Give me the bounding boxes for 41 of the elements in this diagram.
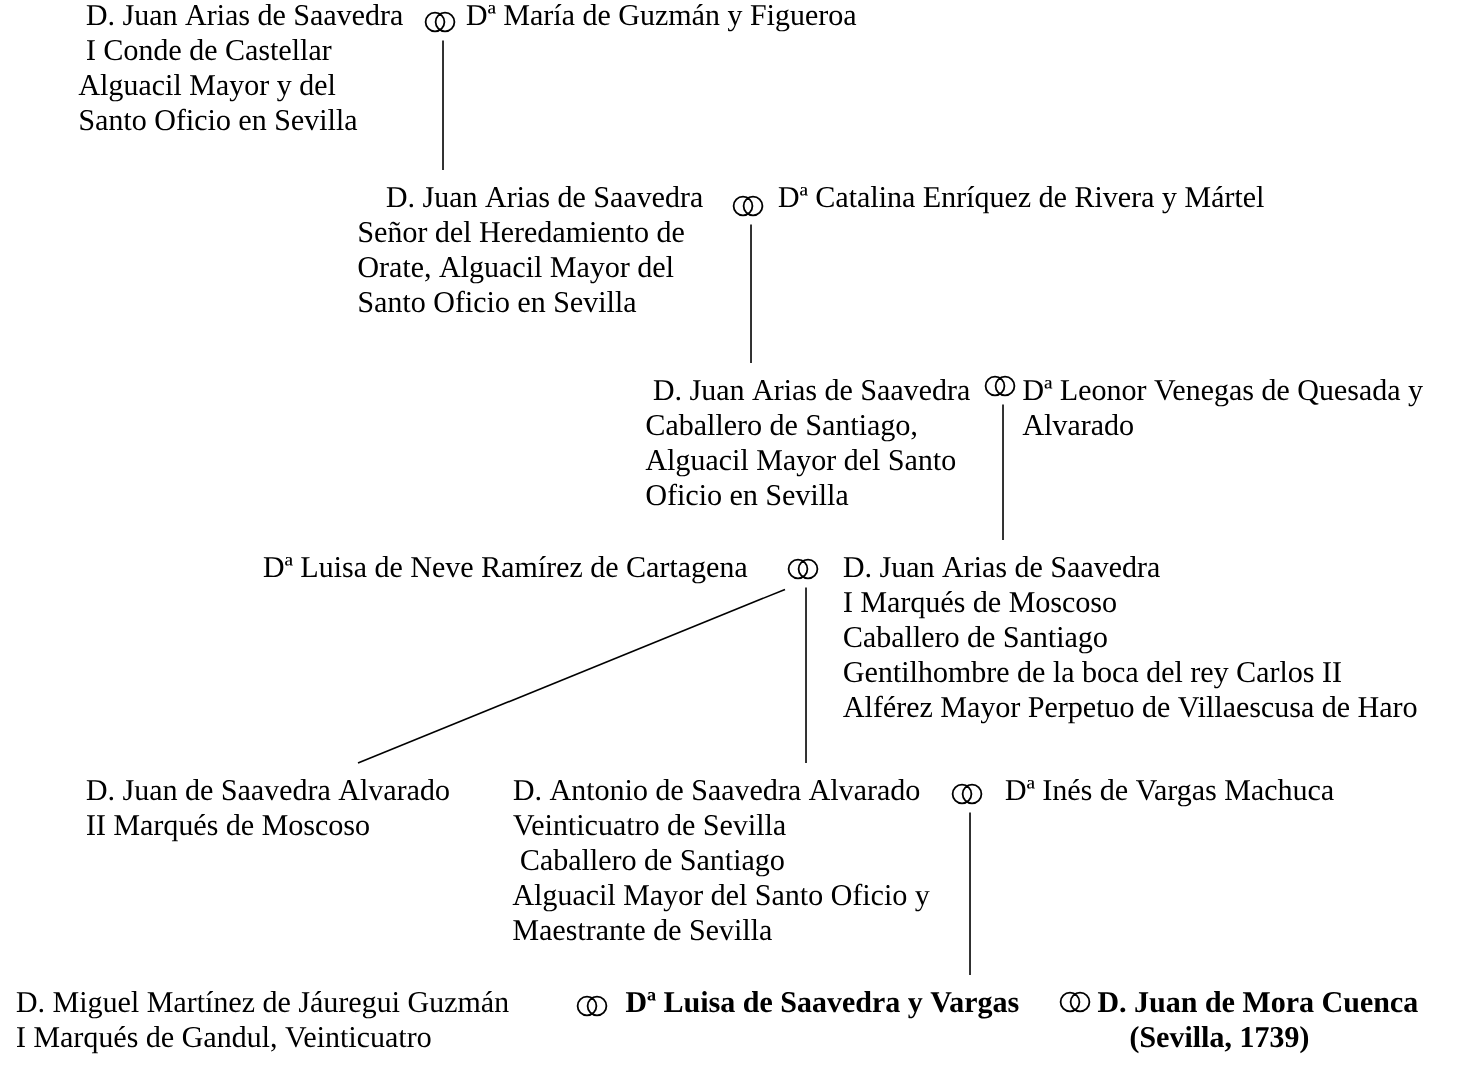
person-name: D. Miguel Martínez de Jáuregui Guzmán — [16, 991, 509, 1019]
title-text: Caballero de Santiago, Alguacil Mayor del Santo Oficio en Sevilla — [645, 414, 956, 506]
rings-symbol — [576, 995, 608, 1017]
title-text: I Conde de Castellar — [87, 39, 332, 61]
rings-symbol — [1059, 991, 1091, 1013]
rings-symbol — [787, 558, 819, 580]
title-text: Gentilhombre de la boca del rey Carlos II — [844, 661, 1341, 689]
title-text: Señor del Heredamiento de Orate, Alguacil Mayor del Santo Oficio en Sevilla — [358, 221, 684, 313]
rings-symbol — [424, 11, 456, 33]
title-text: I Marqués de Moscoso — [844, 591, 1116, 619]
descent-line — [442, 39, 444, 171]
person-name: Dª Luisa de Saavedra y Vargas — [625, 991, 1019, 1019]
descent-line — [750, 223, 752, 364]
descent-line — [805, 586, 807, 764]
title-text: (Sevilla, 1739) — [1130, 1026, 1309, 1054]
descent-line — [969, 811, 971, 976]
rings-symbol — [732, 195, 764, 217]
rings-symbol — [984, 375, 1016, 397]
person-name: D. Juan de Mora Cuenca — [1097, 991, 1418, 1013]
title-text: I Marqués de Gandul, Veinticuatro — [17, 1026, 431, 1054]
person-name: Dª María de Guzmán y Figueroa — [466, 4, 857, 32]
title-text: II Marqués de Moscoso — [87, 814, 369, 842]
descent-line — [357, 588, 786, 764]
person-name: D. Juan Arias de Saavedra — [653, 379, 970, 401]
descent-line — [1002, 403, 1004, 541]
person-name: D. Juan Arias de Saavedra — [843, 556, 1160, 578]
title-text: Alguacil Mayor y del Santo Oficio en Sevilla — [78, 74, 358, 131]
person-name: Dª Catalina Enríquez de Rivera y Mártel — [778, 186, 1264, 214]
title-text: Caballero de Santiago — [844, 626, 1107, 654]
title-text: Veinticuatro de Sevilla — [513, 814, 786, 836]
person-name: D. Juan Arias de Saavedra — [86, 4, 403, 26]
person-name: Dª Inés de Vargas Machuca — [1005, 779, 1334, 807]
person-name: D. Juan Arias de Saavedra — [386, 186, 703, 208]
title-text: Alférez Mayor Perpetuo de Villaescusa de Haro — [843, 695, 1417, 724]
person-name: D. Juan de Saavedra Alvarado — [86, 779, 449, 801]
person-name: D. Antonio de Saavedra Alvarado — [513, 779, 920, 801]
title-text: Alguacil Mayor del Santo Oficio y Maestrante de Sevilla — [512, 883, 930, 941]
person-name: Dª Leonor Venegas de Quesada y Alvarado — [1022, 379, 1423, 436]
person-name: Dª Luisa de Neve Ramírez de Cartagena — [263, 556, 748, 584]
title-text: Caballero de Santiago — [521, 849, 784, 877]
rings-symbol — [951, 783, 983, 805]
